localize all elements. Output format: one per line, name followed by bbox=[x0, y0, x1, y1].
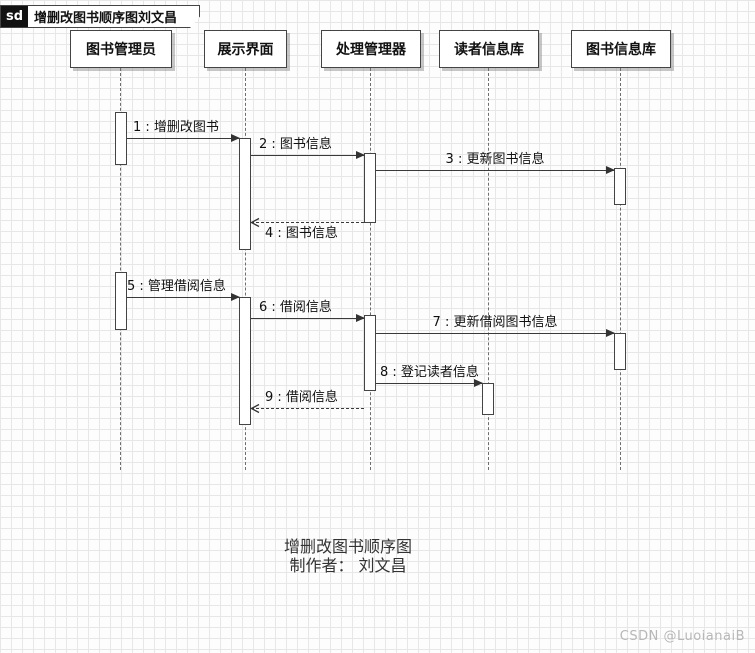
message-line bbox=[251, 408, 364, 409]
lifeline-head-librarian: 图书管理员 bbox=[70, 30, 172, 68]
activation-bar-librarian-2 bbox=[115, 272, 127, 330]
arrowhead-icon bbox=[231, 293, 240, 301]
arrowhead-icon bbox=[356, 314, 365, 322]
message-label: 5 : 管理借阅信息 bbox=[127, 279, 226, 294]
diagram-caption: 增删改图书顺序图 制作者： 刘文昌 bbox=[0, 537, 696, 575]
message-line bbox=[251, 155, 364, 156]
message-line bbox=[127, 297, 239, 298]
lifeline-head-label: 图书信息库 bbox=[586, 42, 656, 58]
lifeline-head-label: 图书管理员 bbox=[86, 42, 156, 58]
activation-bar-book-db-1 bbox=[614, 168, 626, 205]
activation-bar-display-1 bbox=[239, 138, 251, 250]
message-label: 2 : 图书信息 bbox=[259, 137, 332, 152]
frame-title: 增删改图书顺序图刘文昌 bbox=[34, 11, 178, 26]
arrowhead-icon bbox=[474, 379, 483, 387]
lifeline-head-label: 读者信息库 bbox=[454, 42, 524, 58]
arrowhead-icon bbox=[606, 329, 615, 337]
arrowhead-icon bbox=[356, 151, 365, 159]
lifeline-display-ui bbox=[245, 68, 246, 470]
csdn-watermark: CSDN @LuoianaiB bbox=[619, 629, 745, 644]
lifeline-book-db bbox=[620, 68, 621, 470]
activation-bar-book-db-2 bbox=[614, 333, 626, 370]
lifeline-head-label: 展示界面 bbox=[217, 42, 274, 58]
message-line bbox=[376, 170, 614, 171]
frame-label: sd 增删改图书顺序图刘文昌 bbox=[0, 5, 201, 28]
activation-bar-manager-1 bbox=[364, 153, 376, 223]
lifeline-head-book-db: 图书信息库 bbox=[571, 30, 671, 68]
activation-bar-manager-2 bbox=[364, 315, 376, 391]
activation-bar-librarian-1 bbox=[115, 112, 127, 165]
open-arrowhead-icon bbox=[250, 403, 260, 414]
message-line bbox=[251, 222, 364, 223]
activation-bar-display-2 bbox=[239, 297, 251, 425]
message-line bbox=[376, 383, 482, 384]
lifeline-head-process-manager: 处理管理器 bbox=[321, 30, 421, 68]
message-label: 1 : 增删改图书 bbox=[133, 120, 219, 135]
message-label: 7 : 更新借阅图书信息 bbox=[432, 315, 558, 330]
message-line bbox=[127, 138, 239, 139]
message-label: 6 : 借阅信息 bbox=[259, 300, 332, 315]
lifeline-reader-db bbox=[488, 68, 489, 470]
lifeline-head-reader-db: 读者信息库 bbox=[439, 30, 539, 68]
lifeline-process-manager bbox=[370, 68, 371, 470]
caption-author: 制作者： 刘文昌 bbox=[289, 556, 407, 575]
message-label: 4 : 图书信息 bbox=[265, 226, 338, 241]
message-label: 3 : 更新图书信息 bbox=[445, 152, 545, 167]
lifeline-head-display-ui: 展示界面 bbox=[204, 30, 287, 68]
message-label: 9 : 借阅信息 bbox=[265, 390, 338, 405]
message-label: 8 : 登记读者信息 bbox=[380, 365, 479, 380]
message-line bbox=[251, 318, 364, 319]
arrowhead-icon bbox=[606, 166, 615, 174]
arrowhead-icon bbox=[231, 134, 240, 142]
lifeline-librarian bbox=[120, 68, 121, 470]
open-arrowhead-icon bbox=[250, 217, 260, 228]
activation-bar-reader-db bbox=[482, 383, 494, 415]
message-line bbox=[376, 333, 614, 334]
caption-title: 增删改图书顺序图 bbox=[283, 537, 412, 556]
frame-keyword: sd bbox=[1, 6, 29, 27]
lifeline-head-label: 处理管理器 bbox=[336, 42, 406, 58]
